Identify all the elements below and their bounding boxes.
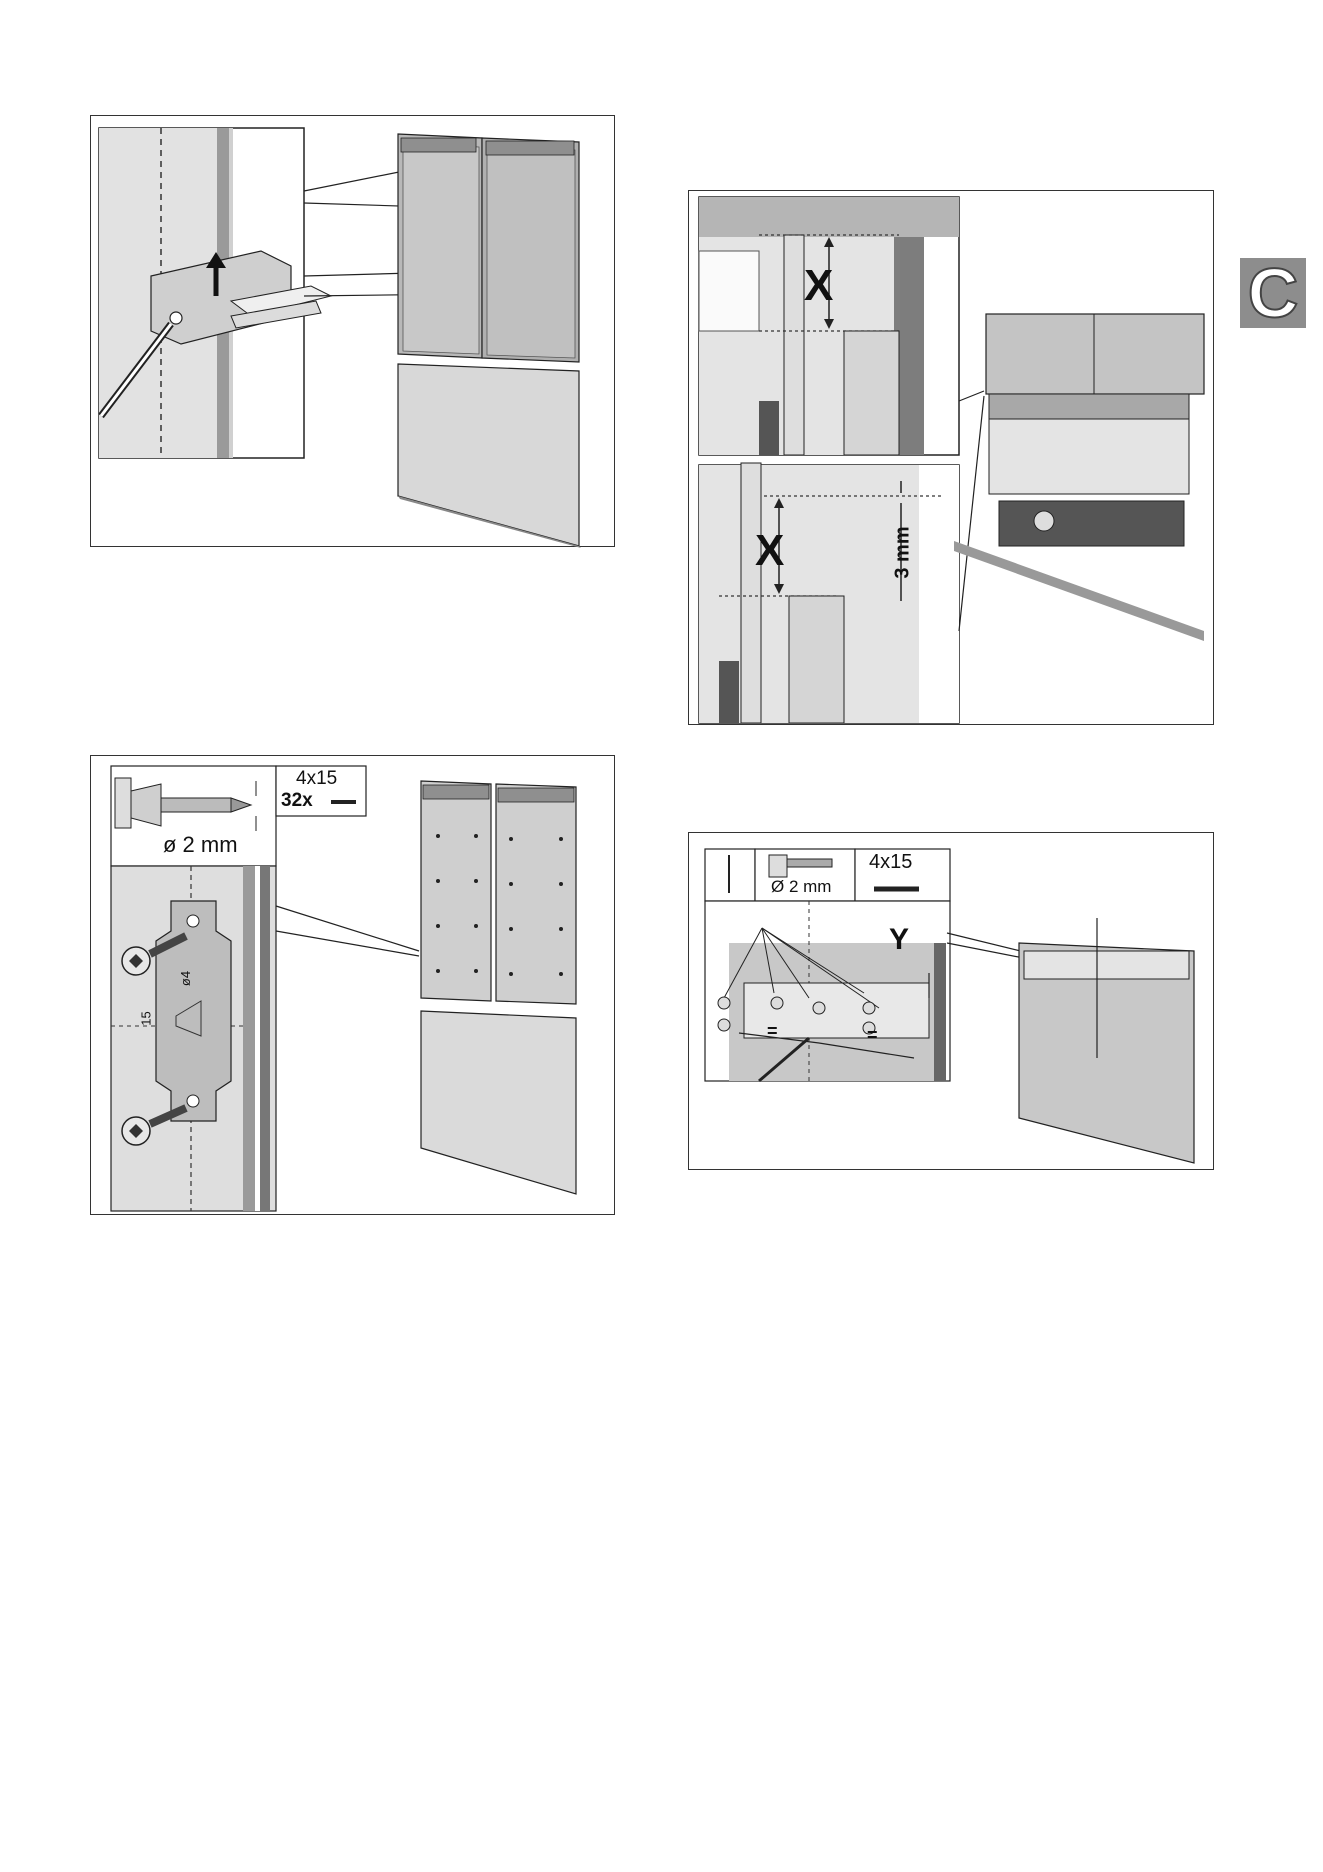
figure-measure-gap: X X 3 mm — [688, 190, 1214, 725]
distance-y-label: Y — [889, 923, 909, 957]
drill-diameter-label: ø 2 mm — [163, 832, 238, 858]
bracket-marking-15: 15 — [139, 1011, 154, 1025]
equal-mark-right: = — [867, 1025, 878, 1046]
section-tab-letter: C — [1248, 253, 1299, 333]
equal-mark-left: = — [767, 1021, 778, 1042]
screw-size-label: 4x15 — [869, 851, 912, 874]
figure-drilling-screws: 4x15 32x ø 2 mm 15 ø4 — [90, 755, 615, 1215]
figure-mount-bracket: Ø 2 mm 4x15 Y = = — [688, 832, 1214, 1170]
gap-3mm-label: 3 mm — [892, 526, 915, 578]
figure-panel-removal — [90, 115, 615, 547]
screw-size-label: 4x15 — [296, 768, 337, 790]
drill-diameter-label: Ø 2 mm — [771, 877, 831, 897]
bracket-marking-diameter: ø4 — [178, 971, 193, 986]
figure-measure-gap-drawing — [689, 191, 1215, 726]
figure-mount-bracket-drawing — [689, 833, 1215, 1171]
screw-count-label: 32x — [281, 790, 313, 812]
section-tab: C — [1240, 258, 1306, 328]
measure-x-upper: X — [804, 261, 833, 311]
figure-panel-removal-drawing — [91, 116, 616, 548]
figure-drilling-screws-drawing — [91, 756, 616, 1216]
measure-x-lower: X — [755, 526, 784, 576]
